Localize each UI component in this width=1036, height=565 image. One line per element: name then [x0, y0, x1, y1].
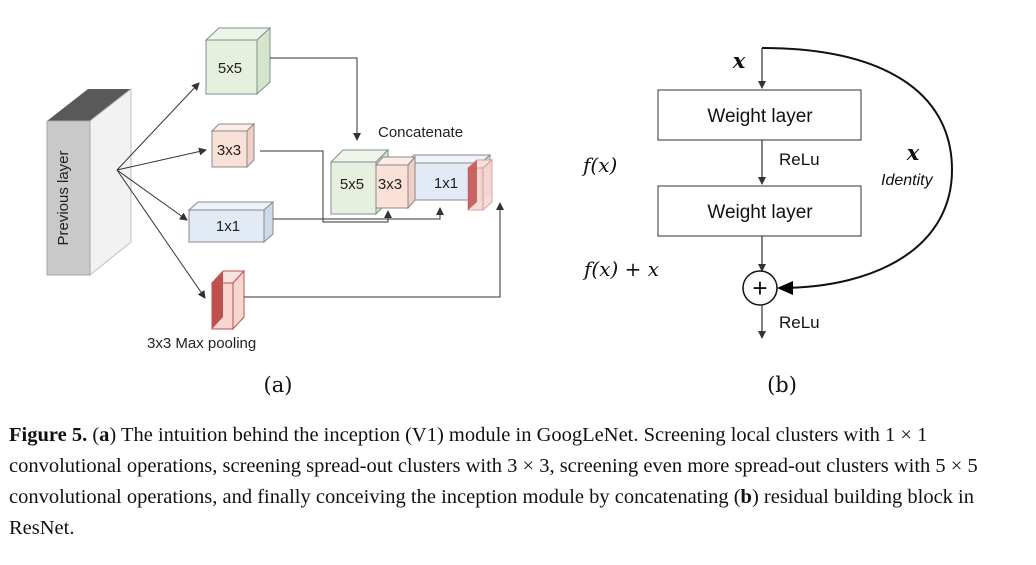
panel-a-label: (a) — [264, 373, 293, 397]
input-x-label: x — [732, 48, 746, 73]
previous-layer-label: Previous layer — [55, 150, 72, 245]
weight-layer-1: Weight layer — [657, 89, 862, 141]
max-pooling-slab: 3x3 Max pooling — [147, 269, 256, 352]
caption-open-a: ( — [92, 424, 100, 446]
identity-x-label: x — [906, 140, 920, 165]
identity-label: Identity — [881, 172, 934, 189]
conv-1x1-label: 1x1 — [216, 218, 240, 235]
max-pooling-label: 3x3 Max pooling — [147, 335, 256, 352]
caption-figure-number: Figure 5. — [9, 424, 88, 446]
concatenate-label: Concatenate — [378, 124, 463, 141]
concat-3x3-label: 3x3 — [378, 176, 402, 193]
concat-5x5-label: 5x5 — [340, 176, 364, 193]
fanout-arrows — [116, 82, 207, 299]
concatenated-block: 1x1 5x5 3x3 — [329, 148, 494, 216]
caption-text-a: ) The intuition behind the inception (V1… — [9, 424, 978, 508]
conv-3x3-label: 3x3 — [217, 142, 241, 159]
caption-b-ref: b — [740, 486, 752, 508]
panel-b-label: (b) — [767, 373, 797, 397]
relu-mid-label: ReLu — [779, 150, 820, 169]
branch-routes — [244, 57, 504, 298]
figure-diagram: Previous layer 5x5 3x3 1x1 — [46, 26, 954, 397]
concat-1x1-label: 1x1 — [434, 175, 458, 192]
sum-node: + — [742, 270, 778, 306]
relu-bottom-label: ReLu — [779, 313, 820, 332]
panel-a: Previous layer 5x5 3x3 1x1 — [46, 26, 504, 397]
panel-b: x Weight layer ReLu f(x) Weight layer f(… — [581, 47, 954, 397]
conv-3x3-cube: 3x3 — [210, 122, 256, 169]
caption-text-b: ) residual building block in ResNet. — [9, 486, 974, 539]
identity-shortcut-arrow — [761, 47, 954, 295]
weight-layer-2: Weight layer — [657, 185, 862, 237]
conv-5x5-cube: 5x5 — [204, 26, 272, 96]
weight-layer-1-label: Weight layer — [707, 106, 813, 127]
figure-caption: Figure 5. (a) The intuition behind the i… — [9, 420, 1009, 544]
plus-icon: + — [752, 273, 767, 303]
previous-layer-block: Previous layer — [46, 87, 132, 277]
fx-label: f(x) — [581, 153, 617, 177]
fx-plus-x-label: f(x) + x — [582, 257, 659, 281]
conv-5x5-label: 5x5 — [218, 60, 242, 77]
conv-1x1-cube: 1x1 — [187, 200, 275, 244]
caption-a-ref: a — [99, 424, 110, 446]
weight-layer-2-label: Weight layer — [707, 202, 813, 223]
